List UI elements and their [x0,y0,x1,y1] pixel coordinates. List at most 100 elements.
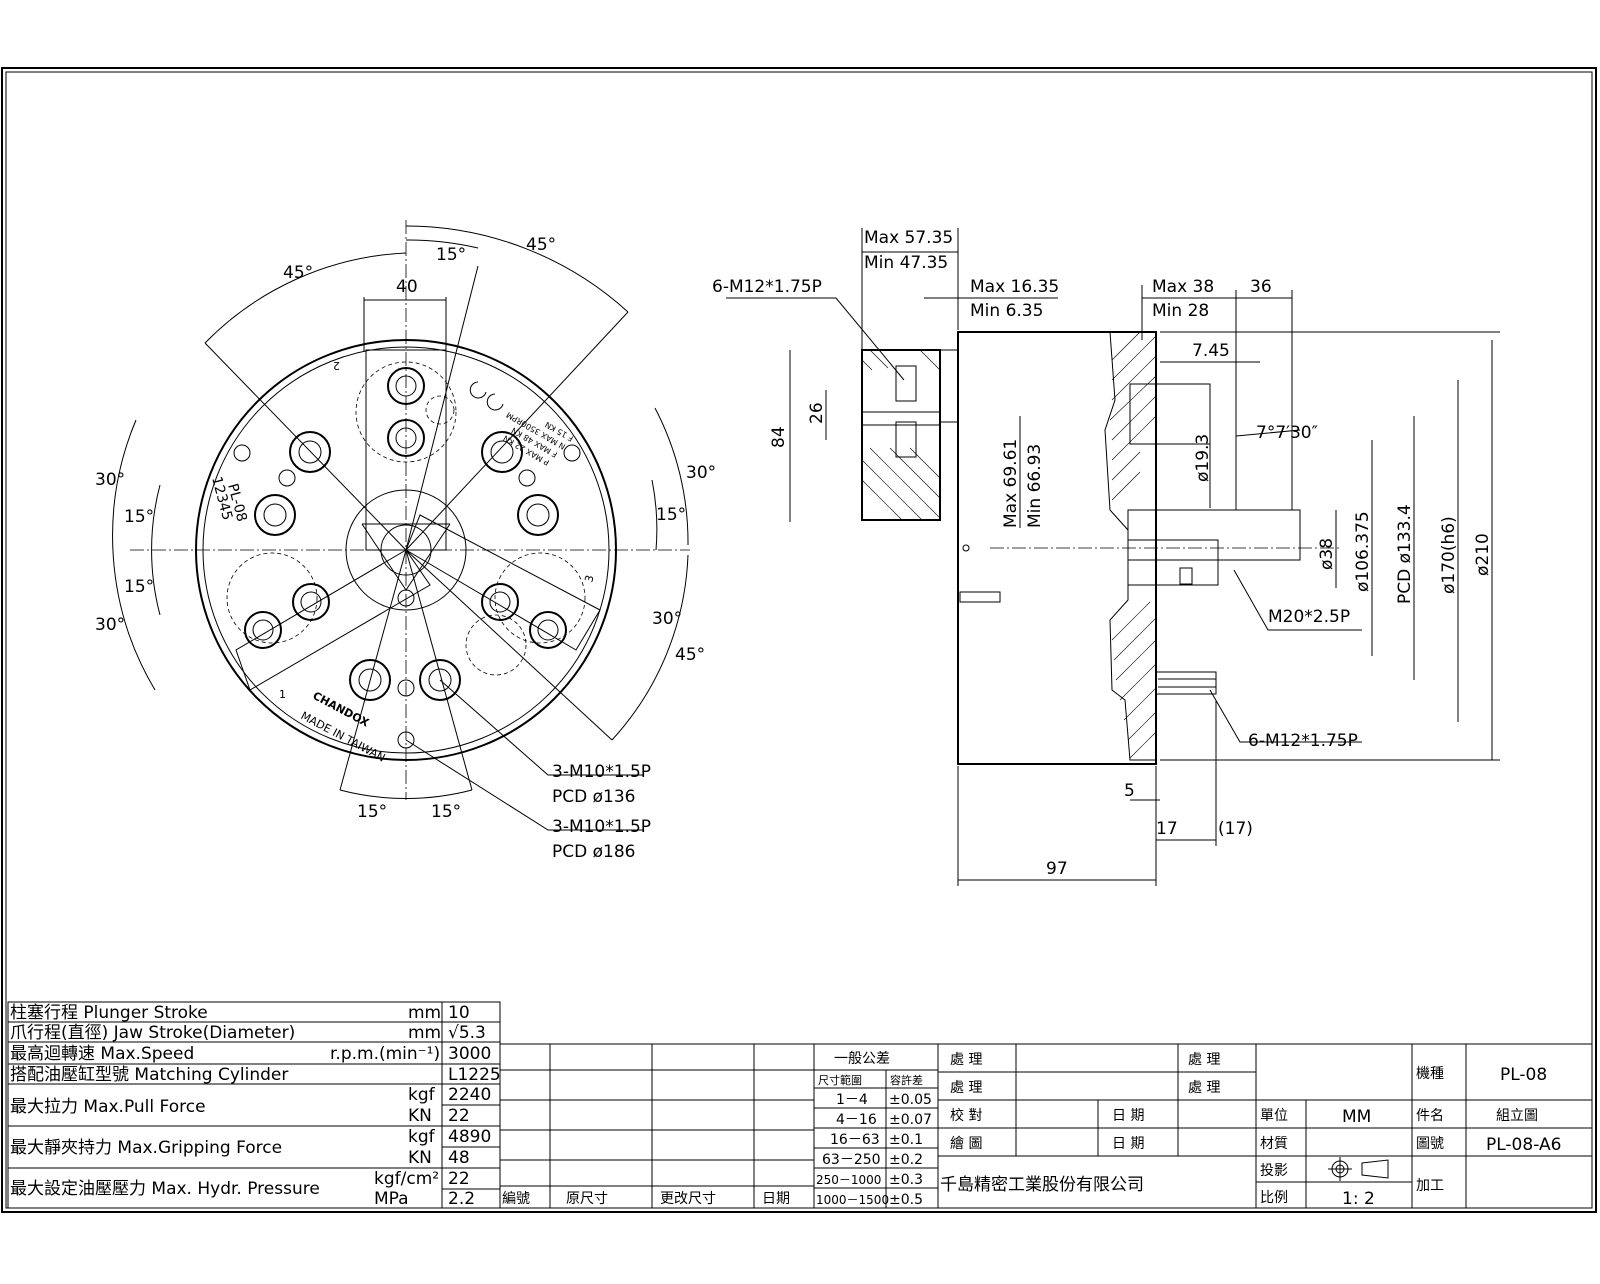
spec-row-5-label: 最大拉力 Max.Pull Force [10,1097,206,1117]
company-name: 千島精密工業股份有限公司 [940,1175,1144,1195]
callout-1-pcd: PCD ø136 [552,787,635,807]
leader-callout-2 [405,739,643,831]
arc-45-right-bottom [611,554,689,741]
label-max-57: Max 57.35 [864,228,953,248]
rev-col-number: 編號 [502,1191,530,1207]
tol-row-5-range: 250－1000 [816,1173,881,1187]
label-17-ref: (17) [1218,819,1253,839]
scale-value: 1: 2 [1342,1189,1375,1209]
label-dia-210: ø210 [1473,533,1493,576]
arc-30-right [654,407,689,546]
tol-row-5-tol: ±0.3 [889,1172,923,1188]
arc-15-left [151,484,161,616]
projection-symbol-icon [1328,1157,1389,1181]
unit-label: 單位 [1260,1108,1288,1124]
tol-row-2-range: 4－16 [836,1112,877,1128]
label-tap-right: 6-M12*1.75P [1248,731,1358,751]
callout-1-thread: 3-M10*1.5P [552,762,651,782]
tol-title: 一般公差 [834,1051,890,1067]
spec-row-4-label: 搭配油壓缸型號 Matching Cylinder [10,1064,288,1085]
tol-row-2-tol: ±0.07 [889,1112,932,1128]
label-45-left: 45° [283,263,313,283]
spec-row-3-value: 3000 [448,1044,491,1064]
tolerance-table: 一般公差 尺寸範圍 容許差 1－4 ±0.05 4－16 ±0.07 16－63… [813,1043,939,1209]
spec-row-7-label: 最大設定油壓壓力 Max. Hydr. Pressure [10,1179,320,1199]
tol-row-6-range: 1000－1500 [816,1193,889,1207]
spec-table: 柱塞行程 Plunger Stroke mm 10 爪行程(直徑) Jaw St… [7,1001,501,1209]
leader-thread-m20 [1233,569,1362,631]
label-15-left-bottom: 15° [124,577,154,597]
mounting-bolts [254,431,559,701]
rev-col-date: 日期 [762,1191,790,1207]
jaw-number-2: 2 [333,359,340,372]
spec-row-6-value: 4890 [448,1127,491,1147]
label-15-left-top: 15° [124,507,154,527]
label-taper: 7°7′30″ [1256,423,1318,443]
section-hatch [1109,331,1157,759]
label-84: 84 [769,426,789,448]
arc-15-bottom [339,789,473,800]
label-40: 40 [396,277,418,297]
spec-row-7-unit: kgf/cm² [374,1169,439,1189]
label-min-66: Min 66.93 [1025,444,1045,528]
label-pcd-133: PCD ø133.4 [1395,504,1415,604]
spec-row-5-unit: kgf [408,1085,436,1105]
approval-handle-4: 處 理 [1188,1080,1220,1096]
label-30-right-bottom: 30° [652,609,682,629]
approval-date-2: 日 期 [1112,1136,1144,1152]
label-97: 97 [1046,859,1068,879]
jaw-link-2 [405,523,451,591]
small-holes [233,395,581,749]
label-tap-left: 6-M12*1.75P [712,277,822,297]
approval-handle-1: 處 理 [950,1052,982,1068]
mount-screw [1155,671,1217,695]
approval-check: 校 對 [950,1107,982,1124]
leader-tap-left [726,297,905,381]
label-max-38: Max 38 [1152,277,1214,297]
spec-row-5-unit2: KN [408,1106,432,1126]
pocket-right [494,552,586,644]
spec-row-2-value: √5.3 [448,1023,486,1043]
arc-45-right [405,225,629,313]
title-block: 單位 MM 材質 投影 比例 1: 2 機種 PL-08 件名 組立圖 圖號 P… [1255,1043,1593,1209]
master-jaw [939,349,959,423]
spec-row-6-label: 最大靜夾持力 Max.Gripping Force [10,1138,282,1158]
jaw-lower-right [405,514,601,651]
label-max-69: Max 69.61 [1001,439,1021,528]
tol-row-1-range: 1－4 [836,1092,868,1108]
tol-row-4-tol: ±0.2 [889,1152,923,1168]
material-label: 材質 [1260,1136,1288,1152]
label-15-bottom-left: 15° [357,802,387,822]
arc-15-top [405,239,479,249]
machine-value: PL-08 [1500,1065,1547,1085]
label-15-top: 15° [436,245,466,265]
tol-row-4-range: 63－250 [822,1152,881,1168]
tol-row-1-tol: ±0.05 [889,1092,932,1108]
arc-45-left [204,252,407,344]
spec-row-7-value: 22 [448,1169,470,1189]
label-45-right: 45° [526,235,556,255]
label-17: 17 [1156,819,1178,839]
approval-date-1: 日 期 [1112,1108,1144,1124]
label-min-47: Min 47.35 [864,253,948,273]
part-value: 組立圖 [1496,1108,1538,1124]
arc-15-right [651,479,658,551]
spec-row-6-value2: 48 [448,1148,470,1168]
center-bore [345,489,467,611]
tol-col-range: 尺寸範圍 [818,1073,862,1087]
label-45-right-bottom: 45° [675,645,705,665]
scale-label: 比例 [1260,1190,1288,1206]
label-15-bottom-right: 15° [431,802,461,822]
spec-row-2-label: 爪行程(直徑) Jaw Stroke(Diameter) [10,1023,295,1043]
label-5: 5 [1124,781,1135,801]
set-screw [1179,567,1193,585]
section-body [1104,331,1157,761]
ce-mark-e [486,393,504,411]
taper-leader [1235,429,1301,437]
rev-col-changed: 更改尺寸 [660,1191,716,1207]
rev-col-original: 原尺寸 [566,1191,608,1207]
spec-row-1-label: 柱塞行程 Plunger Stroke [10,1003,208,1023]
label-30-right-top: 30° [686,463,716,483]
part-label: 件名 [1416,1108,1444,1124]
